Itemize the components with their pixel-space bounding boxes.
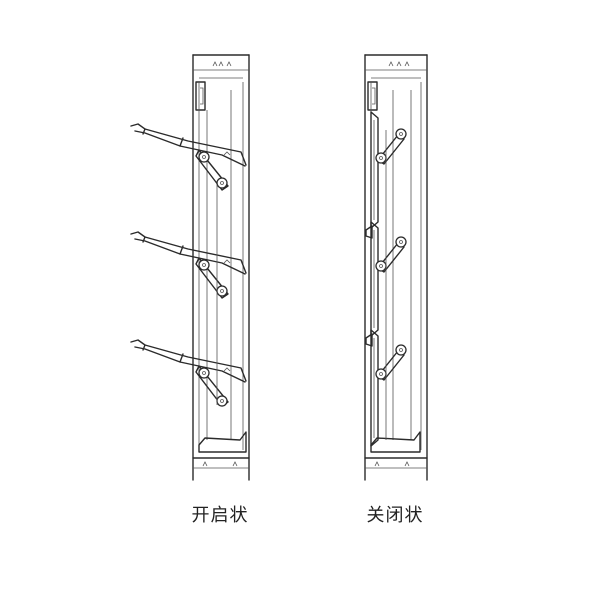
open-blade-2 — [130, 231, 247, 299]
closed-blade-3 — [365, 329, 407, 447]
open-blade-1 — [130, 123, 247, 191]
open-louver-figure — [130, 54, 250, 481]
caption-open-state: 开启状 — [191, 505, 249, 526]
closed-blade-1 — [370, 111, 407, 229]
open-blade-3 — [130, 339, 247, 407]
closed-louver-figure — [364, 54, 428, 481]
caption-closed-state: 关闭状 — [366, 505, 424, 526]
